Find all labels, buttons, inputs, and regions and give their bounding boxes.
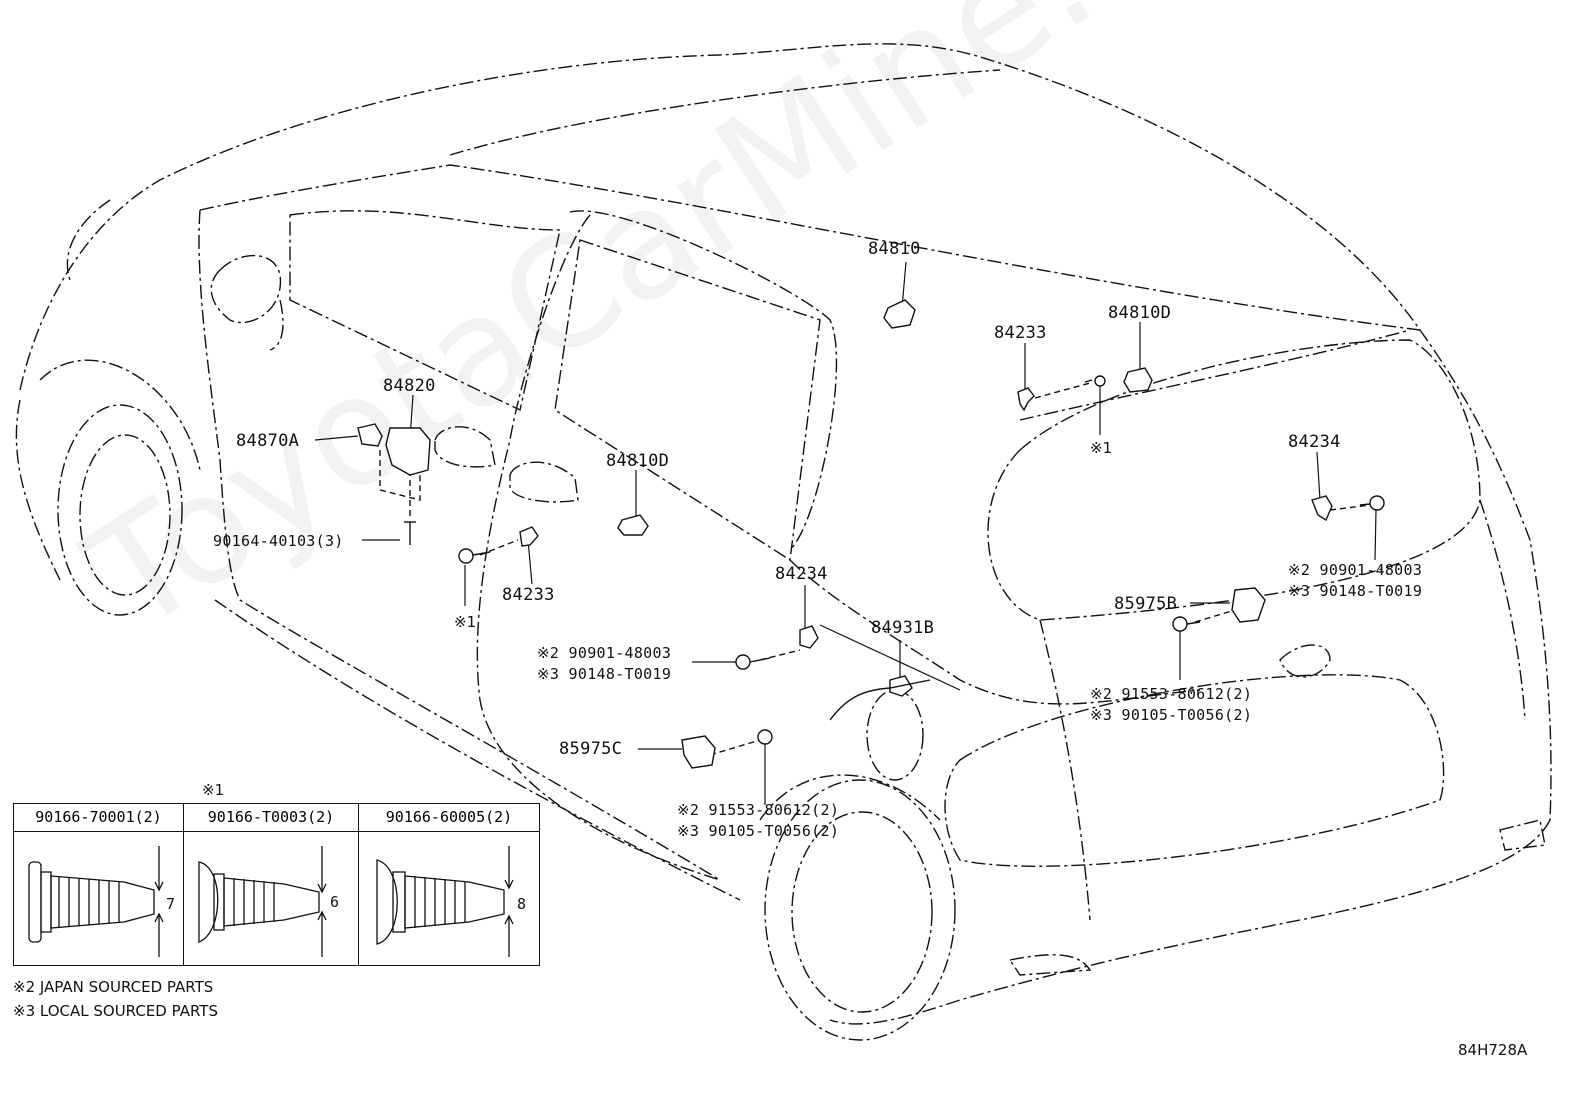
door-bolt-japan: ※2 90901-48003 [537, 644, 672, 662]
clip-drawing-1 [28, 846, 164, 957]
fastener-dim-3: 8 [517, 895, 527, 913]
part-label-84810d-door: 84810D [606, 451, 670, 471]
fastener-col-2: 90166-T0003(2) 6 [184, 804, 359, 965]
vehicle-outline [15, 43, 1552, 1041]
fastener-table: 90166-70001(2) 7 90166-T0003(2) 6 90166-… [13, 803, 540, 966]
part-label-84870a: 84870A [236, 431, 300, 451]
part-label-84233-rear: 84233 [994, 323, 1047, 343]
legend-japan: ※2 JAPAN SOURCED PARTS [13, 978, 214, 996]
part-label-85975c: 85975C [559, 739, 623, 759]
door-screw-japan: ※2 91553-80612(2) [677, 801, 840, 819]
door-screw-local: ※3 90105-T0056(2) [677, 822, 840, 840]
fastener-part-1: 90166-70001(2) [14, 804, 183, 832]
fastener-part-3: 90166-60005(2) [359, 804, 539, 832]
rear-bolt-local: ※3 90148-T0019 [1288, 582, 1423, 600]
dashed-connectors [379, 382, 1371, 756]
part-label-84810d-roof: 84810D [1108, 303, 1172, 323]
part-shapes [357, 299, 1385, 769]
fastener-col-1: 90166-70001(2) 7 [14, 804, 184, 965]
part-label-84234-rear: 84234 [1288, 432, 1341, 452]
legend-local: ※3 LOCAL SOURCED PARTS [13, 1002, 218, 1020]
fastener-dim-2: 6 [330, 893, 340, 911]
rear-screw-local: ※3 90105-T0056(2) [1090, 706, 1253, 724]
part-label-84931b: 84931B [871, 618, 935, 638]
clip-drawing-3 [376, 846, 514, 957]
rear-screw-japan: ※2 91553-80612(2) [1090, 685, 1253, 703]
clip-drawing-2 [198, 846, 327, 957]
ref-x1-door: ※1 [454, 613, 477, 631]
part-label-84234-door: 84234 [775, 564, 828, 584]
fastener-part-2: 90166-T0003(2) [184, 804, 358, 832]
part-label-90164: 90164-40103(3) [213, 532, 344, 550]
fastener-dim-1: 7 [166, 895, 176, 913]
ref-x1-roof: ※1 [1090, 439, 1113, 457]
part-label-84820: 84820 [383, 376, 436, 396]
door-bolt-local: ※3 90148-T0019 [537, 665, 672, 683]
ref-x1-table: ※1 [202, 781, 225, 799]
part-label-84233-door: 84233 [502, 585, 555, 605]
diagram-code: 84H728A [1458, 1041, 1528, 1059]
part-label-85975b: 85975B [1114, 594, 1178, 614]
fastener-col-3: 90166-60005(2) 8 [359, 804, 539, 965]
part-label-84810: 84810 [868, 239, 921, 259]
rear-bolt-japan: ※2 90901-48003 [1288, 561, 1423, 579]
